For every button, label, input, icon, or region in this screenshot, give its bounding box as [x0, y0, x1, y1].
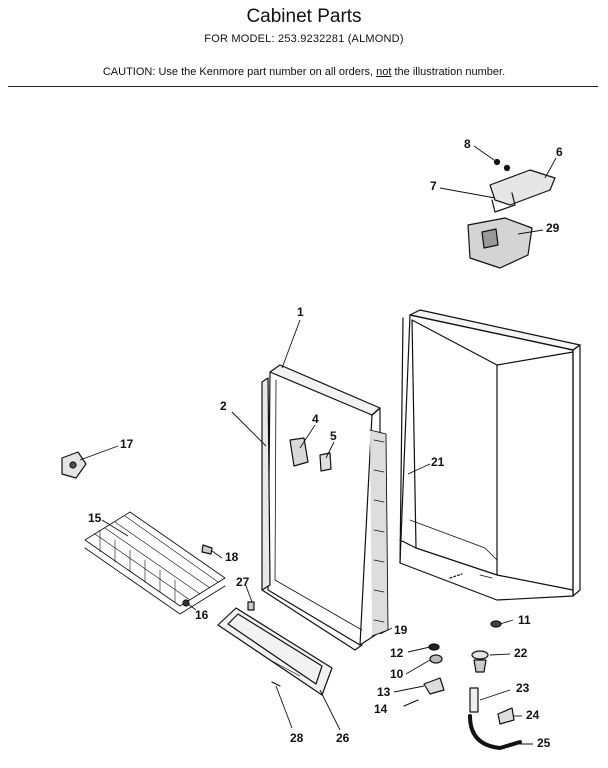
callout-25: 25 [537, 736, 551, 750]
callout-26: 26 [336, 731, 350, 745]
page-title: Cabinet Parts [246, 6, 362, 27]
cabinet-body [399, 309, 581, 601]
callout-4: 4 [312, 412, 319, 426]
part-28 [271, 681, 281, 687]
callout-12: 12 [390, 646, 404, 660]
callout-14: 14 [374, 702, 388, 716]
callout-16: 16 [195, 608, 209, 622]
callout-13: 13 [377, 685, 391, 699]
callout-21: 21 [431, 455, 445, 469]
leader-lines [79, 145, 557, 745]
part-27 [247, 601, 255, 611]
kick-plate [217, 607, 333, 696]
callout-7: 7 [430, 179, 437, 193]
callout-2: 2 [220, 399, 227, 413]
callout-24: 24 [526, 708, 540, 722]
callout-23: 23 [516, 681, 530, 695]
part-17-clip [61, 451, 87, 479]
caution-suffix: the illustration number. [391, 66, 506, 78]
callout-28: 28 [290, 731, 304, 745]
caution-emphasis: not [376, 66, 392, 78]
drain-parts [403, 573, 522, 750]
model-line: FOR MODEL: 253.9232281 (ALMOND) [204, 33, 404, 45]
callout-29: 29 [546, 221, 560, 235]
callout-15: 15 [88, 511, 102, 525]
callout-17: 17 [120, 437, 134, 451]
door-assembly [261, 364, 389, 651]
callout-5: 5 [330, 429, 337, 443]
callout-10: 10 [390, 667, 404, 681]
callout-1: 1 [297, 305, 304, 319]
caution-note: CAUTION: Use the Kenmore part number on … [0, 66, 608, 78]
header-divider [8, 86, 598, 87]
callout-27: 27 [236, 575, 250, 589]
callout-22: 22 [514, 646, 528, 660]
callout-19: 19 [394, 623, 408, 637]
callout-11: 11 [518, 613, 531, 627]
wire-shelf [84, 511, 226, 615]
caution-prefix: CAUTION: Use the Kenmore part number on … [102, 66, 377, 78]
part-16 [182, 599, 190, 607]
callout-18: 18 [225, 550, 239, 564]
callout-8: 8 [464, 137, 471, 151]
hinge-assembly [467, 158, 556, 269]
part-18 [201, 544, 213, 555]
callout-6: 6 [556, 145, 563, 159]
